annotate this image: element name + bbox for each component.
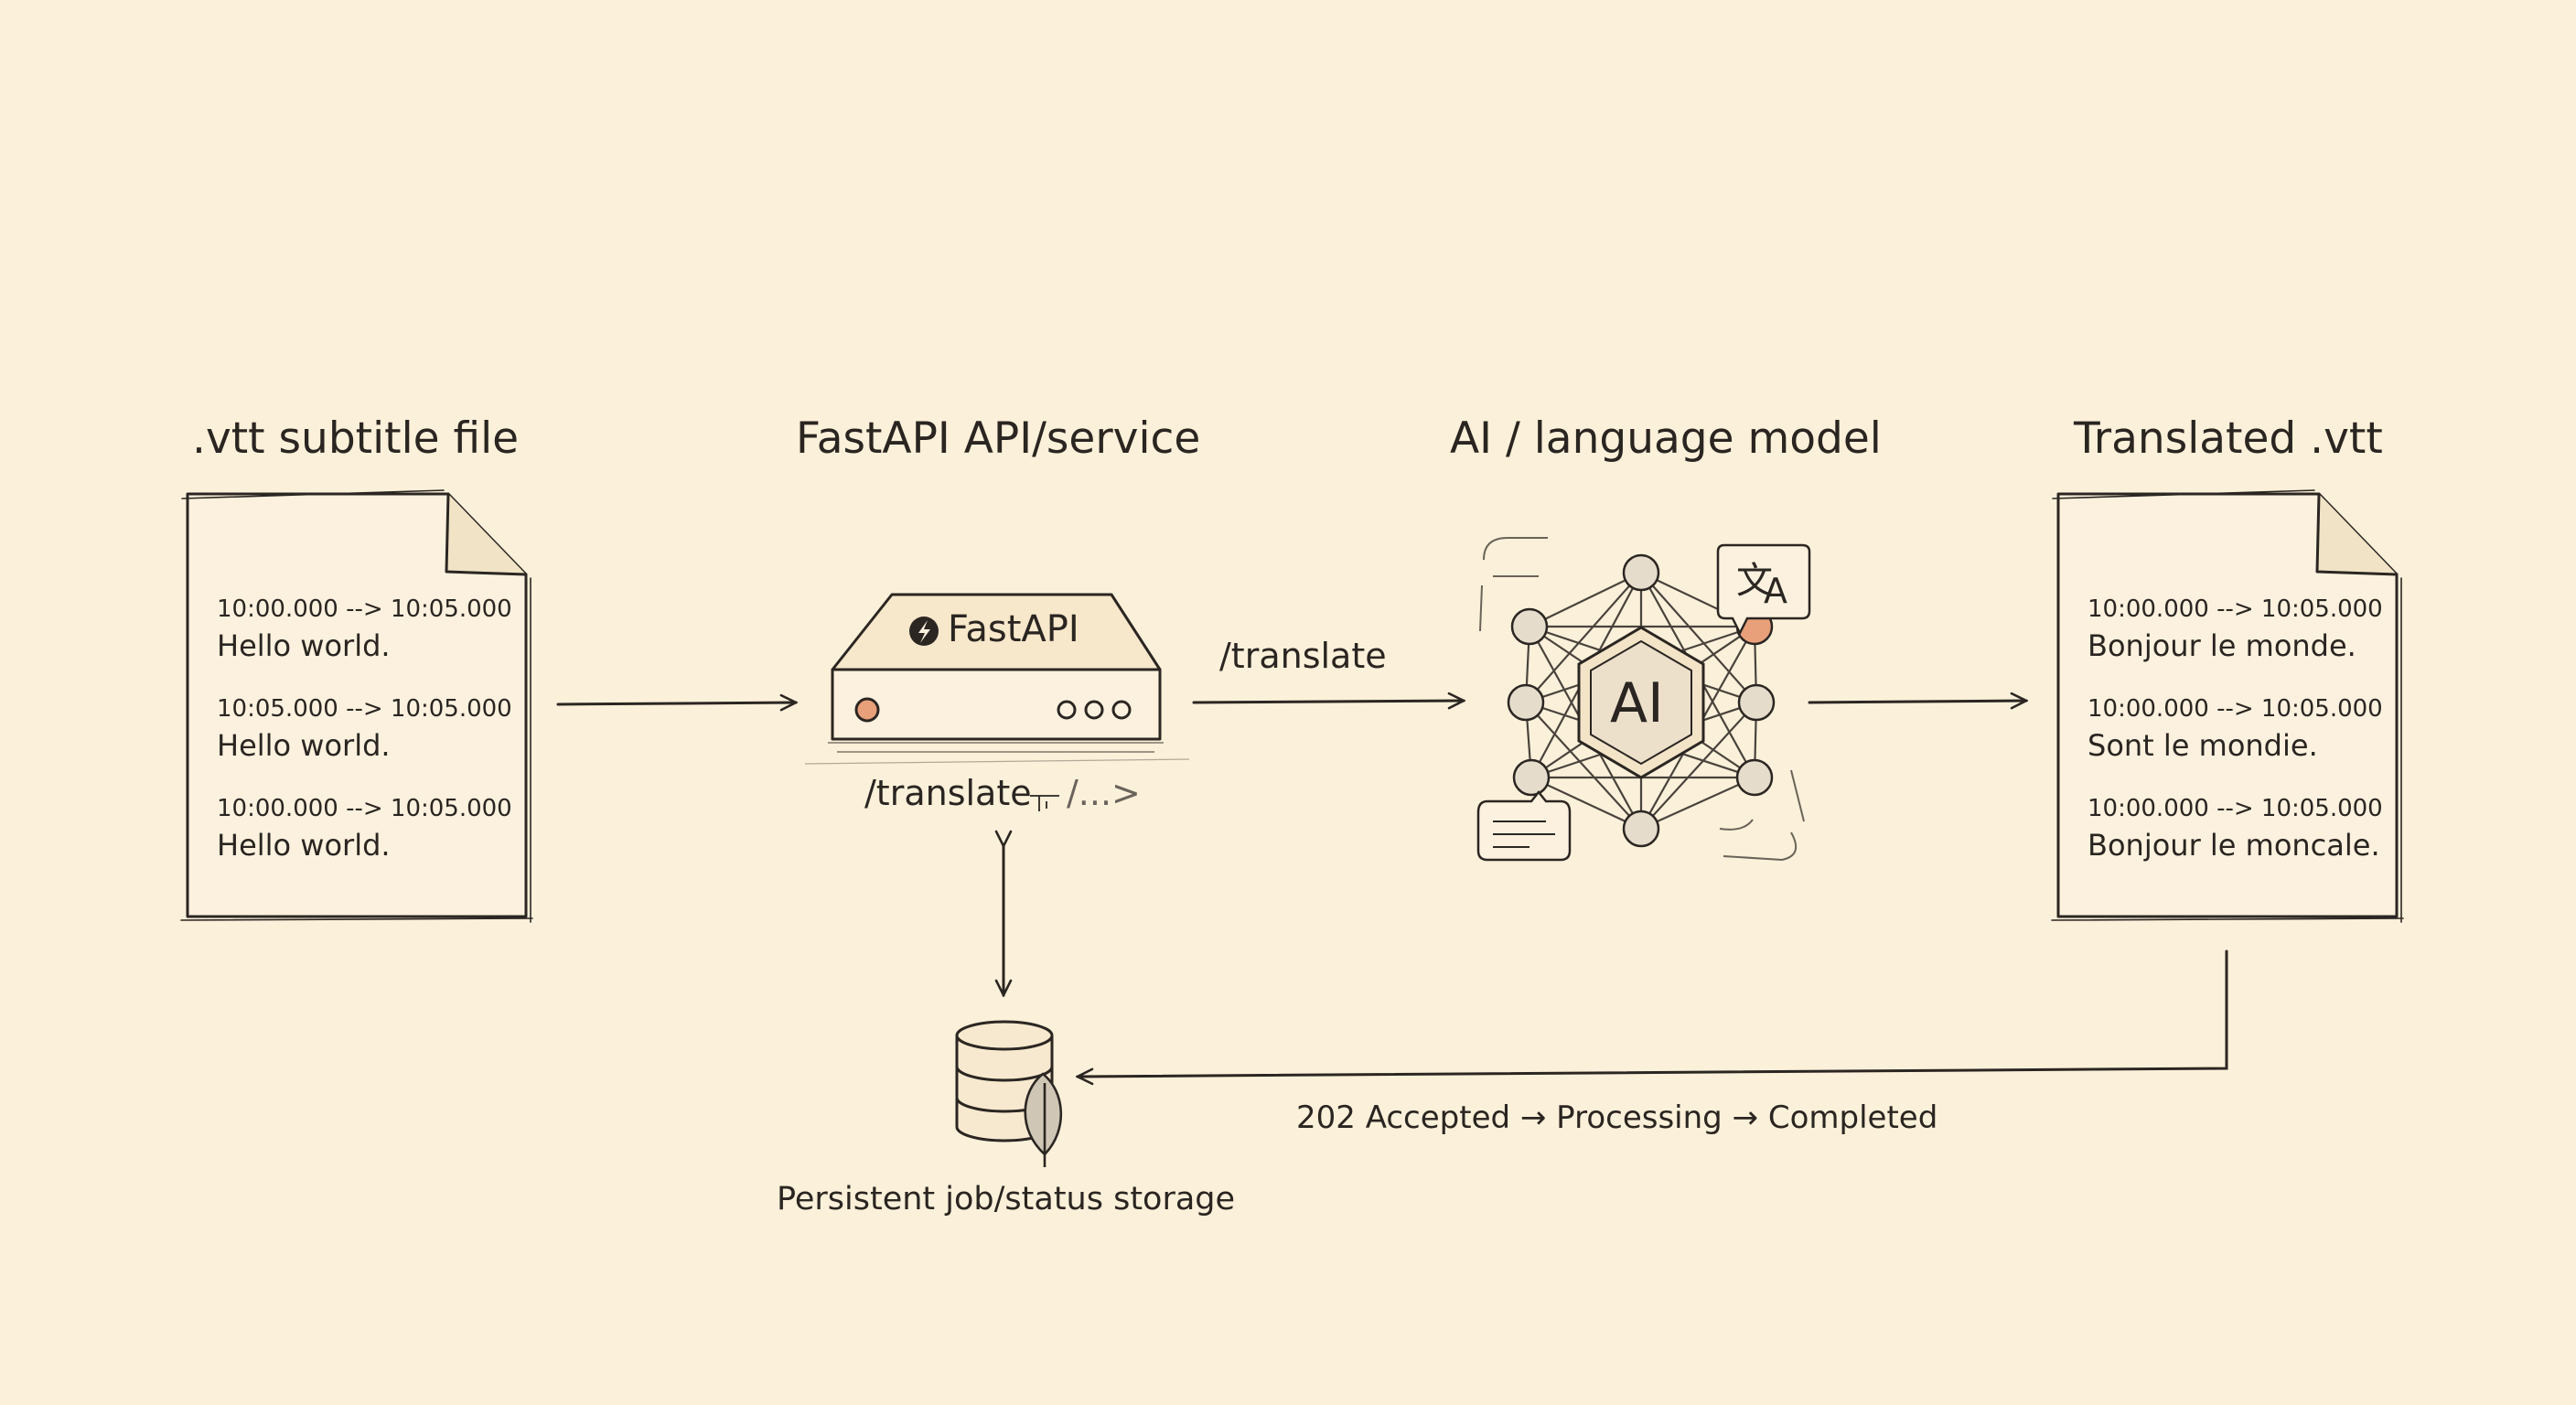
input-cue-2-timestamp: 10:05.000 --> 10:05.000	[217, 695, 512, 723]
flow-arrows	[556, 701, 2228, 1077]
output-cue-3-timestamp: 10:00.000 --> 10:05.000	[2088, 795, 2383, 822]
api-service-title: FastAPI API/service	[796, 413, 1201, 464]
output-cue-1-timestamp: 10:00.000 --> 10:05.000	[2088, 595, 2383, 623]
arrow-status-return	[1078, 949, 2228, 1077]
fastapi-server	[804, 593, 1190, 811]
server-endpoint-suffix: /...>	[1067, 773, 1141, 813]
chat-bubble-icon	[1476, 789, 1572, 862]
server-endpoint-label: /translate	[864, 773, 1032, 813]
translate-glyph-b: A	[1764, 571, 1787, 611]
input-cue-1-timestamp: 10:00.000 --> 10:05.000	[217, 595, 512, 623]
translate-arrow-label: /translate	[1219, 636, 1387, 676]
output-document	[2051, 489, 2404, 923]
arrow-api-to-model	[1192, 701, 1464, 702]
output-cue-1-text: Bonjour le monde.	[2088, 628, 2356, 663]
output-file-title: Translated .vtt	[2074, 413, 2383, 464]
input-cue-3-timestamp: 10:00.000 --> 10:05.000	[217, 795, 512, 822]
output-cue-3-text: Bonjour le moncale.	[2088, 828, 2380, 863]
arrow-model-to-output	[1808, 701, 2026, 702]
input-cue-1-text: Hello world.	[217, 628, 391, 663]
arrow-input-to-api	[556, 702, 796, 704]
storage-label: Persistent job/status storage	[777, 1181, 1236, 1217]
ai-badge: AI	[1610, 671, 1664, 735]
leaf-icon	[1024, 1072, 1063, 1167]
translate-bubble	[1716, 543, 1811, 636]
ai-network-icon	[1476, 537, 1811, 862]
output-cue-2-timestamp: 10:00.000 --> 10:05.000	[2088, 695, 2383, 723]
input-cue-3-text: Hello world.	[217, 828, 391, 863]
input-file-title: .vtt subtitle file	[192, 413, 520, 464]
input-document	[180, 489, 533, 923]
input-cue-2-text: Hello world.	[217, 728, 391, 763]
output-cue-2-text: Sont le mondie.	[2088, 728, 2318, 763]
fastapi-brand: FastAPI	[948, 608, 1079, 650]
translate-glyph-a: 文	[1736, 560, 1773, 602]
status-flow-label: 202 Accepted → Processing → Completed	[1296, 1099, 1938, 1136]
ai-model-title: AI / language model	[1450, 413, 1882, 464]
